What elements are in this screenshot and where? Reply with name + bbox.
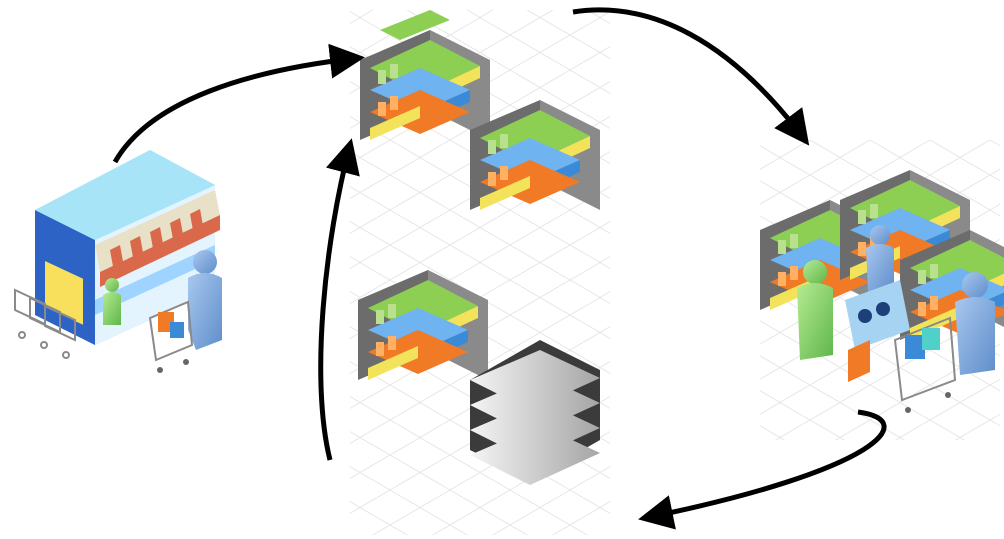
shopper-blue-icon [866, 225, 995, 375]
stocked-shelves-icon [360, 10, 600, 210]
arrow-shoppers-to-restock [638, 409, 887, 530]
arrow-shelves-to-shoppers [572, 7, 810, 146]
cart-with-goods-icon [893, 316, 957, 413]
shopper-with-cart-icon [148, 250, 222, 373]
arrow-restock-to-shelves [318, 138, 360, 461]
empty-shelf-icon [470, 340, 600, 485]
store-clerk-icon [103, 278, 121, 325]
display-case-icon [845, 280, 910, 382]
shopper-green-icon [797, 260, 833, 360]
restock-shelves-icon [358, 270, 600, 485]
arrow-store-to-shelves [112, 43, 365, 164]
shoppers-icon [760, 170, 1004, 413]
shopping-carts-icon [14, 288, 76, 359]
